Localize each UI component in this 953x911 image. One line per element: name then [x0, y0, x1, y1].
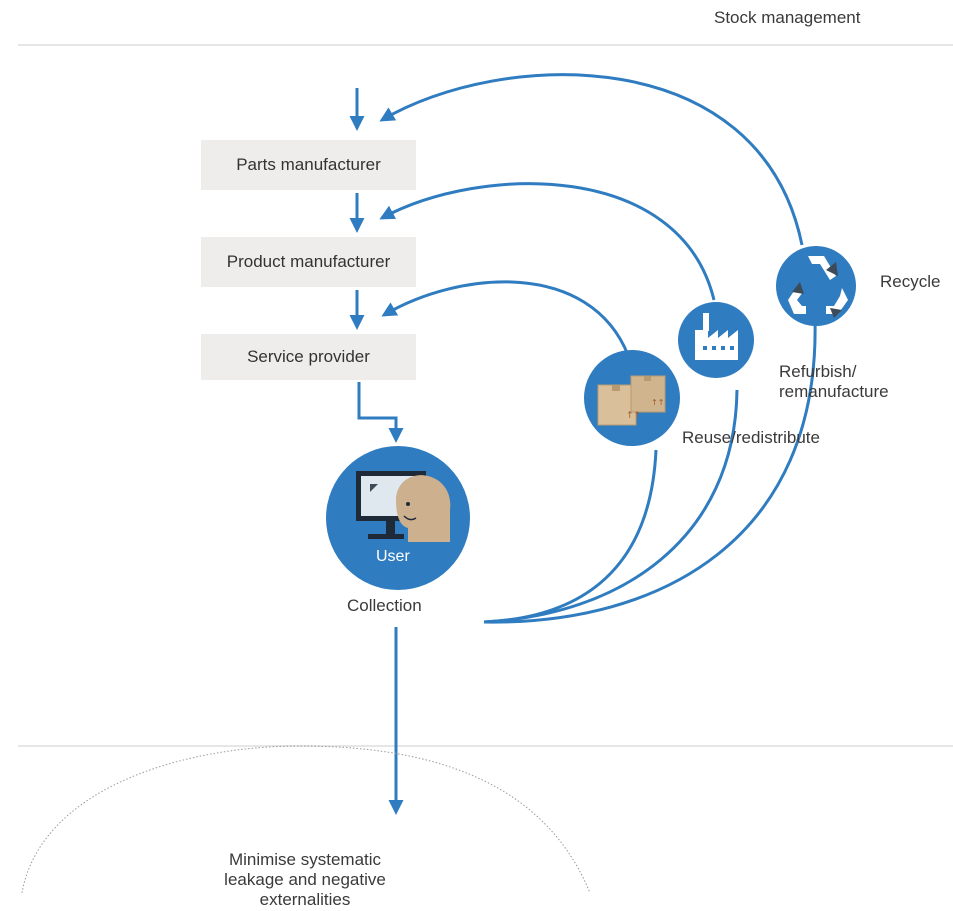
loop-to-recycle [483, 319, 817, 624]
recycle-icon [788, 256, 848, 314]
arc-refurbish-to-product [379, 182, 716, 301]
refurbish-label-line1: Refurbish/ [779, 362, 857, 381]
recycle-node [776, 246, 856, 326]
loop-to-refurbish [483, 389, 739, 624]
refurbish-node [678, 302, 754, 378]
recycle-label: Recycle [880, 272, 941, 291]
parts-manufacturer-box: Parts manufacturer [201, 140, 416, 190]
user-label: User [376, 548, 410, 565]
leakage-text-line3: externalities [259, 890, 351, 909]
user-node [326, 446, 470, 590]
reuse-label: Reuse/redistribute [682, 428, 820, 447]
leakage-dome [21, 745, 591, 894]
bottom-divider [18, 745, 953, 747]
product-manufacturer-label: Product manufacturer [226, 252, 391, 271]
refurbish-label-line2: remanufacture [779, 382, 889, 401]
svg-text:↑↑: ↑↑ [651, 398, 664, 407]
product-manufacturer-box: Product manufacturer [201, 237, 416, 287]
service-provider-label: Service provider [247, 347, 370, 366]
boxes-icon: ↑↑ ↑↑ [597, 375, 666, 426]
loop-to-reuse [483, 449, 658, 624]
top-divider [18, 44, 953, 46]
stock-management-title: Stock management [714, 8, 861, 27]
parts-manufacturer-label: Parts manufacturer [236, 155, 381, 174]
leakage-text-line1: Minimise systematic [228, 850, 382, 869]
person-icon [396, 475, 451, 542]
leakage-text-line2: leakage and negative [224, 870, 386, 889]
reuse-node: ↑↑ ↑↑ [584, 350, 680, 446]
arc-recycle-to-parts [379, 73, 804, 246]
svg-text:↑↑: ↑↑ [626, 411, 641, 421]
arc-reuse-to-service [381, 280, 630, 356]
factory-icon [695, 313, 738, 360]
arrow-service-to-user [357, 382, 404, 443]
service-provider-box: Service provider [201, 334, 416, 380]
collection-label: Collection [347, 596, 422, 615]
